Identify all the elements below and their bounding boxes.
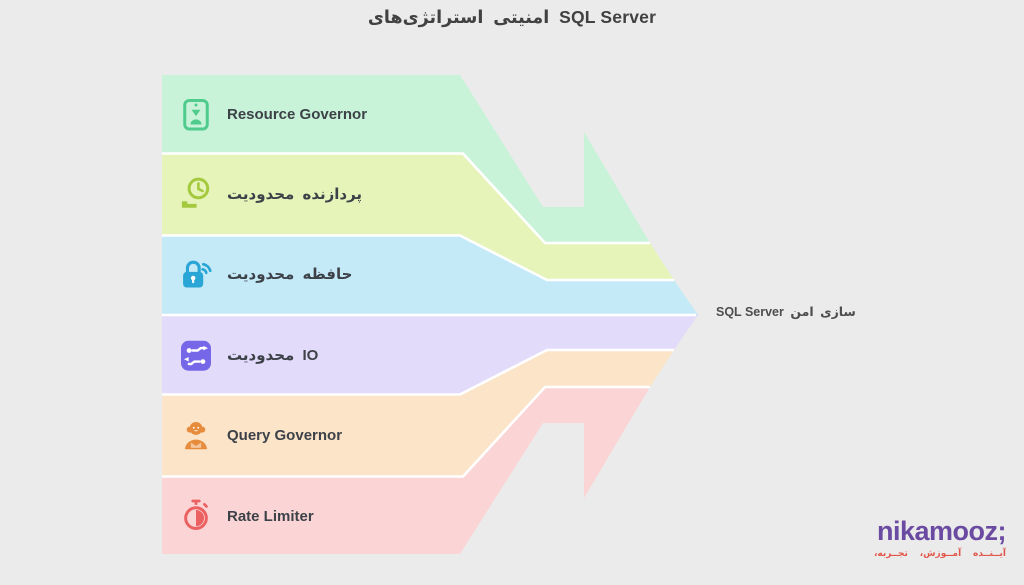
logo-wordmark: nikamooz; (876, 516, 1007, 546)
band-shape-memory-limit (162, 235, 698, 315)
band-label: محدودیت IO (227, 347, 319, 364)
band-separators (162, 152, 696, 478)
arrow-output-label: SQL Server امن سازی (716, 305, 856, 319)
band-row-resource-governor: Resource Governor (178, 91, 367, 137)
band-shape-io-limit (162, 315, 698, 395)
band-shape-query-governor (162, 350, 674, 477)
band-shape-rate-limiter (162, 387, 650, 554)
stopwatch-icon (178, 493, 214, 539)
person-icon (178, 412, 214, 458)
band-label: محدودیت حافظه (227, 266, 353, 283)
page-title: استراتژی‌های امنیتی SQL Server (367, 7, 657, 27)
clipboard-user-icon (178, 91, 214, 137)
clock-icon (178, 171, 214, 217)
data-flow-icon (178, 332, 214, 378)
band-label: محدودیت پردازنده (227, 186, 363, 203)
band-row-io-limit: محدودیت IO (178, 332, 318, 378)
lock-wifi-icon (178, 251, 214, 297)
band-shape-cpu-limit (162, 153, 674, 280)
nikamooz-logo: nikamooz; تجــربه، آمــوزش، آیــنــده (874, 516, 1007, 559)
band-row-rate-limiter: Rate Limiter (178, 493, 314, 539)
band-label: Resource Governor (227, 105, 368, 123)
band-row-cpu-limit: محدودیت پردازنده (178, 171, 362, 217)
band-label: Query Governor (227, 426, 343, 444)
band-label: Rate Limiter (227, 507, 314, 525)
band-shape-resource-governor (162, 75, 650, 243)
logo-tagline: تجــربه، آمــوزش، آیــنــده (874, 547, 1006, 558)
band-row-memory-limit: محدودیت حافظه (178, 251, 352, 297)
band-row-query-governor: Query Governor (178, 412, 342, 458)
